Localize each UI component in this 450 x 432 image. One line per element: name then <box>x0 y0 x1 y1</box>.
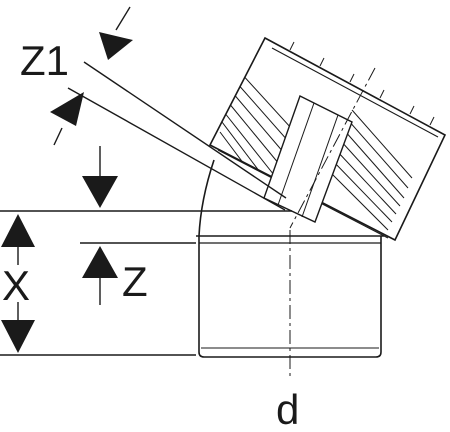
z-dimension <box>0 146 292 305</box>
label-x: X <box>2 262 30 309</box>
z1-arrow-bottom <box>50 92 84 126</box>
z-arrow-up <box>82 246 118 278</box>
z1-arrow-top <box>99 32 133 60</box>
angled-axis <box>289 67 376 229</box>
label-z: Z <box>122 258 148 305</box>
z1-leader-top <box>115 6 131 31</box>
z1-dimension <box>50 6 287 211</box>
label-z1: Z1 <box>20 37 69 84</box>
head-top-rim <box>271 47 439 138</box>
label-d: d <box>276 386 299 432</box>
bend-outer-curve <box>198 159 215 237</box>
head-center-web <box>263 95 353 223</box>
z1-extension-lower <box>67 87 286 211</box>
x-arrow-up <box>1 214 35 247</box>
z1-leader-bottom <box>53 127 63 146</box>
z1-extension-upper <box>83 61 287 199</box>
z-arrow-down <box>82 176 118 208</box>
x-arrow-down <box>1 320 35 353</box>
rim-notches <box>289 41 435 126</box>
x-dimension <box>0 214 196 356</box>
threaded-head <box>208 36 447 242</box>
center-lines <box>289 67 376 380</box>
